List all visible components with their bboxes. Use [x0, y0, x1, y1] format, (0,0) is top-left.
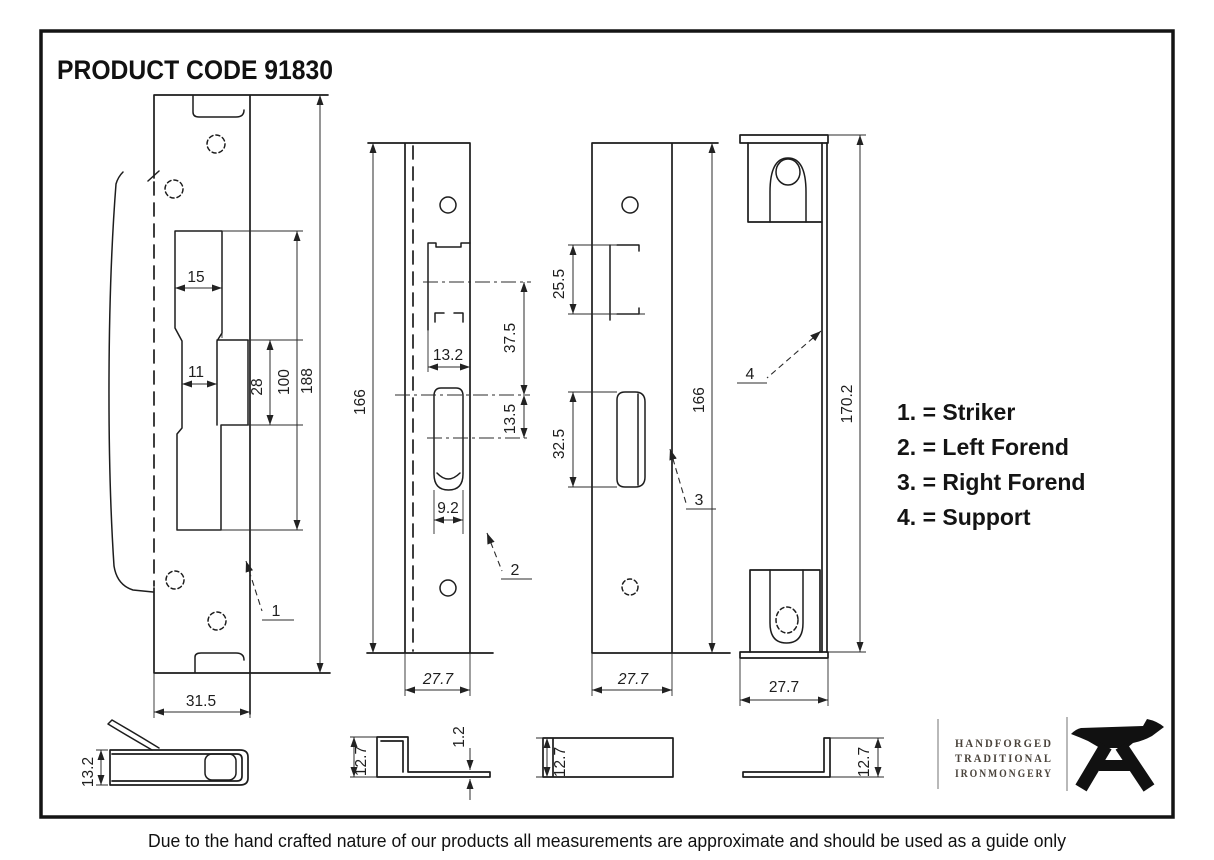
left-forend-centerlines	[395, 281, 531, 439]
dim-left-forend-center-offset: 13.5	[502, 404, 519, 434]
left-forend-front-view: 166 13.2 37.5 13.5 9.2 27.7 2	[350, 142, 532, 778]
support-slot-hole	[775, 606, 799, 634]
callout-leader	[766, 330, 822, 379]
right-forend-section-outline	[542, 737, 674, 778]
dim-support-total-height: 170.2	[839, 385, 856, 424]
dim-striker-cutout-height: 100	[276, 369, 293, 395]
screw-hole	[439, 196, 457, 214]
callout-number-left-forend: 2	[511, 562, 520, 579]
anvil-left-leg	[1075, 742, 1112, 792]
support-extension-lines	[739, 134, 884, 778]
left-forend-plate-outline	[366, 142, 494, 654]
dim-right-forend-total-height: 166	[691, 387, 708, 413]
screw-hole	[165, 570, 185, 590]
dim-right-forend-plate-width: 27.7	[617, 671, 650, 688]
dim-right-forend-bolt-height: 32.5	[551, 429, 568, 459]
dim-left-forend-latch-to-bolt: 37.5	[502, 323, 519, 353]
drawing-border-frame	[39, 29, 1175, 819]
screw-hole	[164, 179, 184, 199]
support-top-bracket	[747, 142, 823, 223]
dim-right-forend-section-height: 12.7	[552, 747, 569, 777]
left-forend-latch-cutout	[427, 242, 471, 331]
anvil-top	[1071, 719, 1164, 748]
left-forend-extension-lines	[350, 330, 471, 778]
striker-section-outline	[109, 749, 249, 786]
right-forend-front-view: 25.5 32.5 166 27.7 3	[536, 142, 731, 778]
left-forend-bolt-slot	[433, 387, 464, 491]
callout-number-support: 4	[746, 366, 755, 383]
dim-left-forend-total-height: 166	[352, 389, 369, 415]
screw-hole	[621, 578, 639, 596]
right-forend-latch-cutout	[609, 244, 640, 321]
dim-striker-plate-width: 31.5	[186, 693, 216, 710]
callout-number-striker: 1	[272, 603, 281, 620]
brand-logo: HANDFORGED TRADITIONAL IRONMONGERY	[937, 717, 1164, 792]
support-bottom-bracket	[749, 569, 821, 653]
striker-section-hole	[204, 753, 237, 781]
dim-left-forend-plate-width: 27.7	[422, 671, 455, 688]
dim-striker-slot-width: 11	[188, 364, 204, 381]
callout-number-right-forend: 3	[695, 492, 704, 509]
left-forend-section-outline	[376, 736, 491, 778]
striker-section-lip	[107, 719, 160, 751]
right-forend-plate-outline	[591, 142, 731, 654]
callout-leader	[486, 532, 503, 572]
support-bottom-cap	[739, 651, 829, 659]
striker-cutout	[174, 230, 249, 531]
dim-striker-total-height: 188	[299, 368, 316, 394]
legend: 1. = Striker 2. = Left Forend 3. = Right…	[897, 399, 1085, 530]
striker-front-view: 15 11 28 100 188 31.5 1	[96, 94, 331, 786]
legend-item-striker: 1. = Striker	[897, 399, 1015, 425]
dim-striker-slot-lower-height: 28	[249, 378, 266, 395]
legend-item-left-forend: 2. = Left Forend	[897, 434, 1069, 460]
screw-hole	[206, 134, 226, 154]
legend-item-right-forend: 3. = Right Forend	[897, 469, 1085, 495]
legend-item-support: 4. = Support	[897, 504, 1031, 530]
support-top-cap	[739, 134, 829, 144]
support-slot-hole	[775, 158, 801, 186]
dim-left-forend-latch-width: 13.2	[433, 347, 463, 364]
dim-right-forend-latch-height: 25.5	[551, 269, 568, 299]
screw-hole	[439, 579, 457, 597]
support-walls	[821, 142, 828, 653]
support-front-view: 170.2 27.7 4	[737, 134, 884, 778]
logo-line-2: TRADITIONAL	[955, 753, 1053, 765]
dim-left-forend-bolt-slot-width: 9.2	[437, 500, 459, 517]
right-forend-bolt-slot	[616, 391, 646, 488]
anvil-crossbar	[1099, 760, 1133, 771]
dim-support-width: 27.7	[769, 679, 799, 696]
dim-support-section-height: 12.7	[856, 747, 873, 777]
striker-section-view: 13.2	[80, 719, 249, 787]
support-section-outline	[742, 737, 831, 778]
striker-plate-outline	[153, 94, 331, 715]
support-top-slot	[769, 157, 807, 223]
striker-tongue-curve	[108, 170, 160, 593]
left-forend-section-view: 12.7 1.2	[350, 726, 491, 800]
right-forend-section-view: 12.7	[542, 737, 674, 778]
right-forend-extension-lines	[536, 244, 673, 778]
callout-leader	[245, 560, 263, 612]
dim-left-forend-section-height: 12.7	[353, 746, 370, 776]
dim-striker-section-depth: 13.2	[80, 757, 97, 787]
logo-line-3: IRONMONGERY	[955, 768, 1053, 780]
screw-hole	[621, 196, 639, 214]
screw-hole	[207, 611, 227, 631]
dim-left-forend-section-thickness: 1.2	[451, 726, 468, 748]
striker-lip-edges	[192, 95, 245, 673]
dim-striker-slot-top-width: 15	[187, 269, 204, 286]
anvil-right-leg	[1115, 742, 1155, 792]
disclaimer: Due to the hand crafted nature of our pr…	[148, 831, 1066, 851]
logo-line-1: HANDFORGED	[955, 738, 1053, 750]
support-bottom-slot	[769, 569, 804, 644]
anvil-icon	[1071, 719, 1164, 792]
page-title: PRODUCT CODE 91830	[57, 55, 333, 85]
support-section-view: 12.7	[742, 737, 882, 778]
